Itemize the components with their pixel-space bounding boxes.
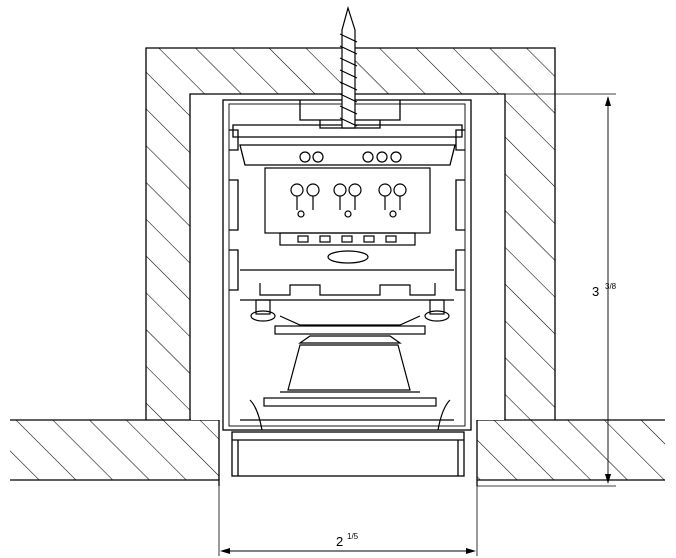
width-dimension: 2 1/5 bbox=[218, 486, 478, 556]
trim-ring bbox=[231, 431, 465, 477]
terminal-block bbox=[264, 151, 431, 264]
width-dimension-whole: 2 bbox=[336, 534, 343, 549]
terminal-screws bbox=[290, 183, 407, 218]
lamp-reflector bbox=[249, 335, 451, 431]
wire-connectors bbox=[299, 151, 402, 163]
width-dimension-fraction: 1/5 bbox=[347, 532, 359, 541]
terminal-slots bbox=[297, 235, 397, 243]
driver-plate bbox=[250, 283, 450, 335]
fixture-housing bbox=[222, 99, 472, 431]
height-dimension-whole: 3 bbox=[592, 284, 599, 299]
mounting-screw-icon bbox=[339, 5, 358, 129]
height-dimension-fraction: 3/8 bbox=[605, 282, 617, 291]
height-dimension: 3 3/8 bbox=[477, 93, 617, 487]
